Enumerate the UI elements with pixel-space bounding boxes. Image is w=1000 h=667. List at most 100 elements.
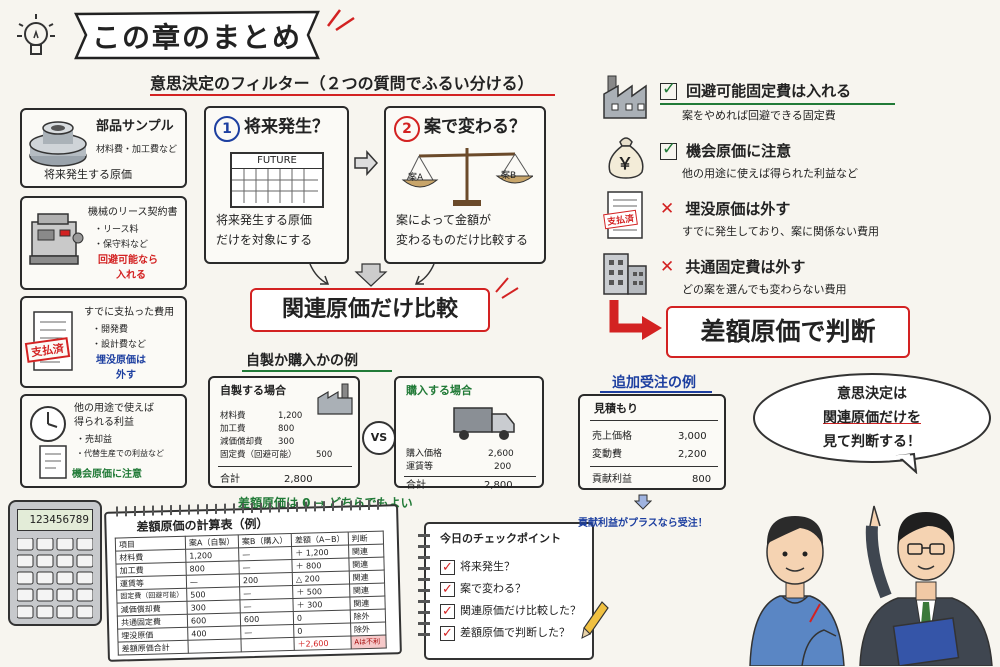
calculator-keys (17, 538, 93, 619)
calendar-label: FUTURE (232, 154, 322, 169)
speech-line-3: 見て判断する！ (823, 434, 921, 450)
q1-number: 1 (214, 116, 240, 142)
teacher-character (859, 505, 993, 666)
lease-note-2: 入れる (116, 270, 146, 281)
right-item-3-sub: すでに発生しており、案に関係ない費用 (682, 225, 880, 238)
right-item-2: 機会原価に注意 他の用途に使えば得られた利益など (660, 139, 858, 182)
estimate-total-rule (590, 466, 718, 467)
scale-icon (401, 148, 533, 206)
decision-box: 差額原価で判断 (666, 306, 910, 358)
q2-title: 案で変わる？ (424, 117, 526, 137)
right-item-4-sub: どの案を選んでも変わらない費用 (682, 283, 847, 296)
accent-strokes (327, 9, 355, 32)
paid-bullet-2: ・設計費など (92, 340, 147, 350)
right-item-1: 回避可能固定費は入れる 案をやめれば回避できる固定費 (660, 79, 895, 124)
factory-icon (317, 383, 353, 415)
question-1-box: 1 将来発生？ FUTURE 将来発生する原価 だけを対象にする (204, 106, 349, 264)
right-item-3-title: 埋没原価は外す (685, 200, 791, 218)
bulb-icon (14, 12, 58, 64)
lease-note-1: 回避可能なら (98, 255, 158, 266)
card-lease-contract: 機械のリース契約書 ・リース料 ・保守料など 回避可能なら 入れる (20, 196, 187, 290)
paid-note-2: 外す (116, 370, 136, 381)
plan-b-label: 案B (501, 171, 517, 181)
checkpoint-title: 今日のチェックポイント (440, 532, 561, 545)
calc-table-notebook: 差額原価の計算表（例） 項目 案A（自製） 案B（購入） 差額（A−B） 判断 … (104, 499, 402, 662)
estimate-title: 見積もり (594, 402, 638, 415)
makebuy-heading: 自製か購入かの例 (246, 353, 358, 369)
money-bag-icon (608, 137, 644, 179)
make-row: 固定費（回避可能）500 (220, 450, 333, 460)
right-item-1-underline (660, 103, 895, 105)
paid-note-1: 埋没原価は (96, 355, 146, 366)
q2-text-1: 案によって金額が (396, 213, 492, 227)
buy-title: 購入する場合 (406, 384, 472, 397)
result-box: 関連原価だけ比較 (250, 288, 490, 332)
checkpoint-list: 将来発生？ 案で変わる？ 関連原価だけ比較した？ 差額原価で判断した？ (440, 556, 581, 645)
lease-bullet-1: ・リース料 (94, 225, 139, 235)
opp-text-2: 得られる利益 (74, 417, 134, 428)
machine-icon (29, 213, 84, 265)
checkbox-icon (440, 557, 455, 579)
estimate-title-rule (590, 420, 718, 421)
speech-line-1: 意思決定は (837, 386, 907, 402)
calendar-icon: FUTURE (230, 152, 324, 208)
filter-heading: 意思決定のフィルター（２つの質問でふるい分ける） (150, 74, 534, 93)
opp-bullet-1: ・売却益 (76, 435, 113, 445)
checkpoint-item: 案で変わる？ (440, 578, 581, 601)
question-2-box: 2 案で変わる？ 案A 案B 案によって金額が 変わるものだけ比較する (384, 106, 546, 264)
page-title: この章のまとめ (91, 21, 302, 54)
opp-foot: 機会原価に注意 (72, 469, 142, 480)
checkpoint-item: 差額原価で判断した？ (440, 622, 581, 645)
q2-text-2: 変わるものだけ比較する (396, 233, 529, 247)
right-item-1-title: 回避可能固定費は入れる (686, 82, 852, 100)
calculator: 123456789 (8, 500, 102, 626)
opp-bullet-2: ・代替生産での利益など (76, 449, 164, 458)
q1-text-1: 将来発生する原価 (216, 213, 313, 227)
right-item-4: ✕ 共通固定費は外す どの案を選んでも変わらない費用 (660, 256, 846, 298)
vs-badge: VS (362, 421, 396, 455)
right-item-4-title: 共通固定費は外す (685, 258, 806, 276)
decision-text: 差額原価で判断 (700, 317, 876, 346)
factory-icon (603, 75, 647, 119)
title-banner: この章のまとめ (72, 8, 322, 62)
make-total-rule (218, 466, 352, 467)
cross-icon: ✕ (660, 199, 675, 219)
order-heading: 追加受注の例 (612, 375, 696, 391)
calculator-display: 123456789 (17, 509, 93, 531)
mechanical-part-icon (29, 121, 87, 167)
calc-table-title: 差額原価の計算表（例） (136, 516, 269, 535)
speech-bubble: 意思決定は 関連原価だけを 見て判断する！ (748, 370, 996, 474)
speech-text: 意思決定は 関連原価だけを 見て判断する！ (748, 382, 996, 454)
pencil-icon (581, 601, 609, 639)
speech-line-2: 関連原価だけを (823, 410, 921, 426)
right-item-3: ✕ 埋没原価は外す すでに発生しており、案に関係ない費用 (660, 198, 879, 240)
arrow-right-icon (354, 150, 379, 176)
paid-bullet-1: ・開発費 (92, 325, 129, 335)
right-item-2-sub: 他の用途に使えば得られた利益など (682, 167, 858, 180)
checkpoint-notebook: 今日のチェックポイント 将来発生？ 案で変わる？ 関連原価だけ比較した？ 差額原… (418, 522, 594, 660)
lease-title: 機械のリース契約書 (88, 207, 178, 218)
makebuy-underline (242, 370, 392, 372)
notebook-spiral (115, 499, 387, 517)
cross-icon: ✕ (660, 257, 675, 277)
right-item-1-sub: 案をやめれば回避できる固定費 (682, 109, 836, 122)
result-text: 関連原価だけ比較 (281, 297, 458, 322)
lease-bullet-2: ・保守料など (94, 240, 149, 250)
clock-icon (30, 406, 66, 442)
red-bent-arrow (609, 300, 662, 340)
card-opportunity: 他の用途で使えば 得られる利益 ・売却益 ・代替生産での利益など 機会原価に注意 (20, 394, 187, 488)
checkbox-icon (440, 579, 455, 601)
checkbox-icon (440, 601, 455, 623)
plan-a-label: 案A (408, 173, 424, 183)
accent-strokes-2 (495, 277, 519, 299)
